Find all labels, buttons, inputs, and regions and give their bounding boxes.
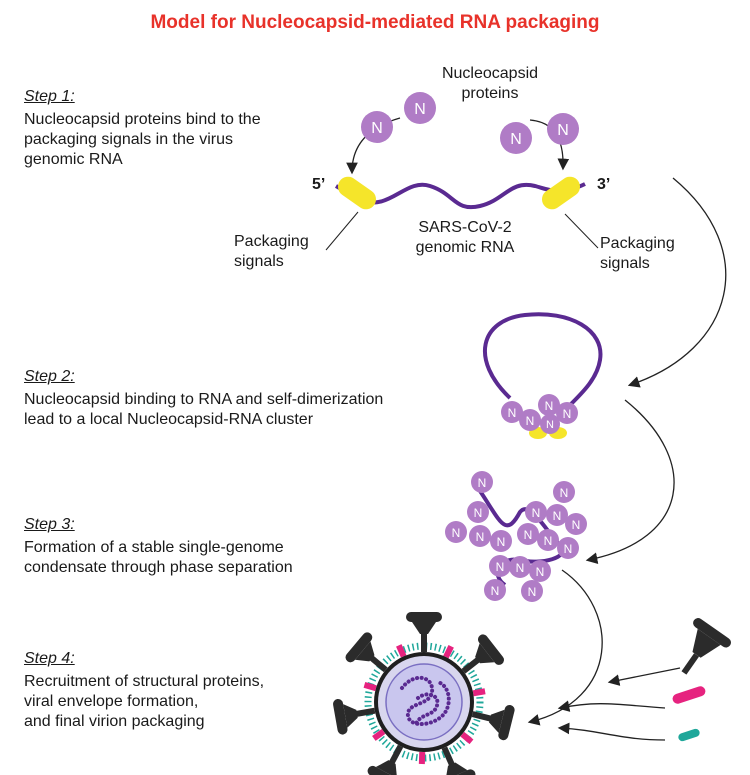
svg-text:N: N [474,506,483,520]
nucleocapsid-protein: N [519,409,541,431]
nucleocapsid-protein: N [517,523,539,545]
svg-text:N: N [544,534,553,548]
svg-text:N: N [536,565,545,579]
packaging-signal-3prime [541,176,581,210]
nucleocapsid-protein: N [445,521,467,543]
svg-text:N: N [546,419,554,431]
svg-text:N: N [524,528,533,542]
nucleocapsid-protein: N [471,471,493,493]
svg-text:N: N [508,406,517,420]
step-2-diagram: N N N N N [482,312,603,439]
recruit-arrow-envelope [557,722,666,741]
callout-line-right [564,213,599,249]
five-prime-label: 5’ [312,176,326,193]
svg-text:N: N [572,518,581,532]
svg-text:N: N [545,399,554,413]
svg-text:N: N [563,407,572,421]
process-arrow-1-to-2 [627,177,727,388]
figure-title: Model for Nucleocapsid-mediated RNA pack… [150,12,600,33]
svg-text:N: N [516,561,525,575]
nucleocapsid-protein: N [546,504,568,526]
step-2-text: Nucleocapsid binding to RNA and self-dim… [24,391,384,428]
svg-text:N: N [510,131,522,148]
step-3-label: Step 3: [24,516,75,533]
nucleocapsid-protein: N [556,402,578,424]
nucleocapsid-protein: N [501,401,523,423]
recruit-arrow-spike [607,667,681,686]
envelope-protein-free [678,728,700,742]
svg-text:N: N [553,509,562,523]
nucleocapsid-protein: N [500,122,532,154]
svg-text:N: N [414,101,426,118]
nucleocapsid-protein: N [553,481,575,503]
rna-loop [482,312,603,412]
nucleocapsid-protein: N [537,529,559,551]
nucleocapsid-protein: N [521,580,543,602]
nucleocapsid-protein: N [490,530,512,552]
step-4-text: Recruitment of structural proteins,viral… [24,673,265,730]
three-prime-label: 3’ [597,176,611,193]
svg-text:N: N [532,506,541,520]
svg-text:N: N [526,414,535,428]
membrane-protein-free [672,686,706,704]
nucleocapsid-protein: N [467,501,489,523]
svg-text:N: N [557,122,569,139]
nucleocapsid-protein: N [361,111,393,143]
nucleocapsid-protein: N [404,92,436,124]
svg-text:N: N [476,530,485,544]
genomic-rna-strand [334,182,586,210]
nucleocapsid-protein: N [540,414,560,434]
step-4-label: Step 4: [24,650,75,667]
step-3-diagram: N N N N N N N N N N N N N N N N N [445,471,587,602]
step-1-label: Step 1: [24,88,75,105]
nucleocapsid-protein: N [557,537,579,559]
virion [333,612,515,775]
nucleocapsid-protein: N [565,513,587,535]
nucleocapsid-protein: N [529,560,551,582]
nucleocapsid-protein: N [469,525,491,547]
step-1-diagram: N N N N [325,92,599,251]
svg-text:N: N [478,476,487,490]
svg-text:N: N [452,526,461,540]
nucleocapsid-protein: N [484,579,506,601]
step-2-label: Step 2: [24,368,75,385]
nucleocapsid-protein: N [538,394,560,416]
recruit-arrow-membrane [557,700,666,712]
svg-text:N: N [496,560,505,574]
svg-text:N: N [560,486,569,500]
packaging-signal-5prime [337,176,377,210]
svg-text:N: N [491,584,500,598]
nucleocapsid-protein: N [547,113,579,145]
nucleocapsid-protein: N [509,556,531,578]
spike-protein-free [681,618,731,675]
step-4-diagram [333,612,731,775]
svg-text:N: N [497,535,506,549]
callout-line-left [325,211,359,251]
process-arrow-2-to-3 [585,399,675,564]
svg-text:N: N [564,542,573,556]
svg-text:N: N [371,120,383,137]
svg-text:N: N [528,585,537,599]
nucleocapsid-protein: N [525,501,547,523]
nucleocapsid-protein: N [489,555,511,577]
